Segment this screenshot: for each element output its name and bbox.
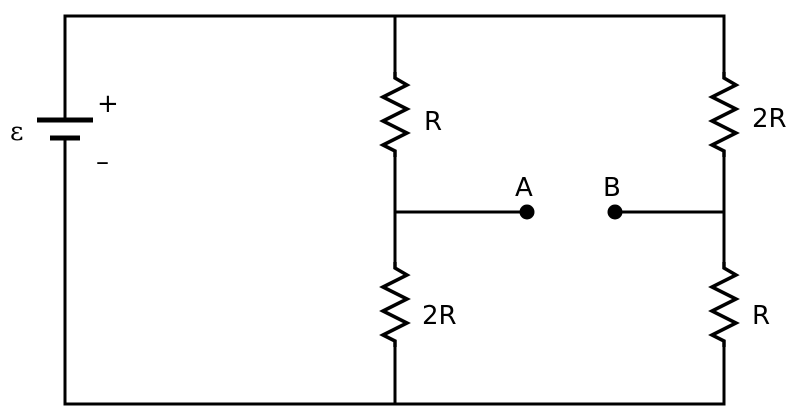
- resistor-left-top: R: [379, 72, 442, 157]
- resistor-right-bottom-symbol: [708, 262, 740, 347]
- resistor-left-bottom-label: 2R: [422, 301, 457, 331]
- node-a-label: A: [515, 173, 533, 203]
- resistor-right-bottom: R: [708, 262, 770, 347]
- resistor-left-bottom: 2R: [379, 262, 457, 347]
- resistor-right-top-label: 2R: [752, 104, 787, 134]
- battery: ε + –: [10, 89, 119, 177]
- resistor-left-bottom-symbol: [379, 262, 411, 347]
- node-a-dot: [519, 204, 535, 220]
- wires: [63, 14, 726, 406]
- resistor-right-bottom-label: R: [752, 301, 770, 331]
- resistor-left-top-symbol: [379, 72, 411, 157]
- node-a: A: [515, 173, 535, 220]
- node-b: B: [603, 173, 623, 220]
- battery-minus-label: –: [96, 147, 109, 177]
- emf-label: ε: [10, 117, 23, 147]
- node-b-label: B: [603, 173, 621, 203]
- resistor-right-top: 2R: [708, 72, 787, 157]
- battery-plus-label: +: [97, 89, 119, 119]
- resistor-left-top-label: R: [424, 107, 442, 137]
- node-b-dot: [607, 204, 623, 220]
- resistor-right-top-symbol: [708, 72, 740, 157]
